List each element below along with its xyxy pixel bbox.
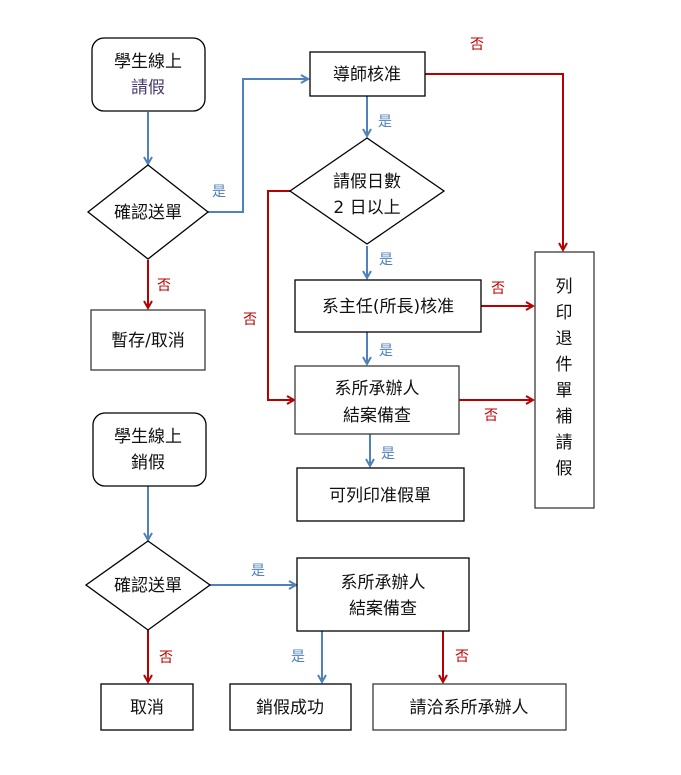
label-no-cancel-confirm: 否 bbox=[159, 650, 173, 666]
node-text-char: 印 bbox=[556, 303, 573, 323]
node-text: 請假日數 bbox=[333, 172, 401, 192]
node-print-approved: 可列印准假單 bbox=[296, 467, 465, 522]
node-text: 取消 bbox=[130, 698, 164, 718]
node-text: 確認送單 bbox=[114, 576, 182, 596]
label-no-teacher: 否 bbox=[470, 37, 484, 53]
label-yes-teacher: 是 bbox=[378, 114, 392, 130]
decision-leave-days: 請假日數 2 日以上 bbox=[288, 137, 446, 245]
node-text: 導師核准 bbox=[333, 65, 401, 85]
arrow-days-no-to-dept-review bbox=[267, 190, 294, 400]
arrow-teacher-no-to-print-rejected bbox=[425, 73, 563, 250]
label-no-confirm: 否 bbox=[157, 278, 171, 294]
node-contact-dept: 請洽系所承辦人 bbox=[372, 683, 567, 731]
node-text: 系所承辦人 bbox=[341, 573, 426, 593]
node-text-char: 補 bbox=[556, 407, 573, 427]
decision-confirm-submit: 確認送單 bbox=[86, 164, 210, 260]
node-dept-review: 系所承辦人 結案備查 bbox=[294, 365, 460, 435]
label-yes-days: 是 bbox=[379, 252, 393, 268]
node-text: 學生線上 bbox=[114, 427, 182, 447]
node-cancel: 取消 bbox=[100, 683, 194, 731]
node-text: 請假 bbox=[131, 78, 165, 98]
node-text-char: 退 bbox=[556, 329, 573, 349]
label-no-chair: 否 bbox=[491, 281, 505, 297]
node-text: 2 日以上 bbox=[333, 198, 400, 218]
label-yes-cancel-confirm: 是 bbox=[251, 563, 265, 579]
node-cancel-success: 銷假成功 bbox=[229, 683, 352, 731]
node-text: 暫存/取消 bbox=[111, 331, 185, 351]
node-text-char: 假 bbox=[556, 459, 573, 479]
arrow-confirm-yes-to-teacher bbox=[208, 79, 308, 213]
node-text-char: 列 bbox=[556, 277, 573, 297]
node-text: 銷假成功 bbox=[256, 698, 324, 718]
node-text: 結案備查 bbox=[343, 406, 411, 426]
node-text: 銷假 bbox=[131, 453, 165, 473]
node-leave-request-start: 學生線上 請假 bbox=[91, 37, 206, 112]
node-text-char: 件 bbox=[556, 355, 573, 375]
node-teacher-approve: 導師核准 bbox=[309, 51, 426, 97]
node-text: 可列印准假單 bbox=[329, 486, 431, 506]
node-cancel-dept-review: 系所承辦人 結案備查 bbox=[296, 557, 470, 632]
decision-cancel-confirm-submit: 確認送單 bbox=[84, 540, 212, 631]
node-text: 請洽系所承辦人 bbox=[410, 698, 529, 718]
node-save-cancel: 暫存/取消 bbox=[90, 309, 206, 371]
label-yes-chair: 是 bbox=[379, 343, 393, 359]
node-print-rejected: 列 印 退 件 單 補 請 假 bbox=[534, 251, 595, 509]
label-no-dept-review: 否 bbox=[484, 408, 498, 424]
node-text: 確認送單 bbox=[114, 203, 182, 223]
node-leave-cancel-start: 學生線上 銷假 bbox=[92, 412, 207, 487]
node-text: 結案備查 bbox=[349, 599, 417, 619]
label-no-cancel-dept: 否 bbox=[455, 649, 469, 665]
label-no-days: 否 bbox=[243, 312, 257, 328]
node-text-char: 單 bbox=[556, 381, 573, 401]
node-text-char: 請 bbox=[556, 433, 573, 453]
label-yes-dept-review: 是 bbox=[381, 446, 395, 462]
node-text: 系主任(所長)核准 bbox=[322, 297, 454, 317]
node-text: 系所承辦人 bbox=[335, 379, 420, 399]
node-chair-approve: 系主任(所長)核准 bbox=[294, 279, 482, 333]
node-text: 學生線上 bbox=[114, 52, 182, 72]
label-yes-confirm: 是 bbox=[212, 184, 226, 200]
label-yes-cancel-dept: 是 bbox=[291, 649, 305, 665]
